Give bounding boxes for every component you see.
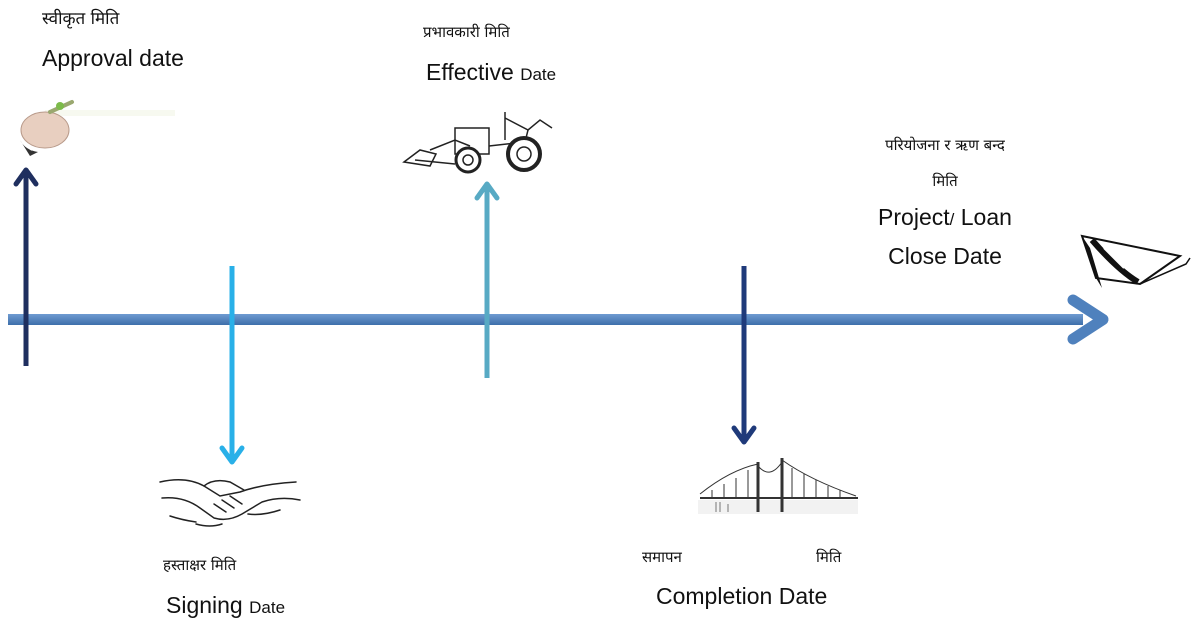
close-english-rest: Loan bbox=[960, 204, 1012, 230]
effective-english-label: Effective Date bbox=[426, 58, 556, 87]
approval-nepali-label: स्वीकृत मिति bbox=[42, 9, 120, 29]
tractor-loader-icon bbox=[402, 112, 553, 174]
hand-writing-icon bbox=[20, 100, 175, 156]
completion-nepali-label-2: मिति bbox=[816, 548, 842, 566]
handshake-icon bbox=[159, 479, 301, 527]
signing-nepali-label: हस्ताक्षर मिति bbox=[163, 556, 237, 574]
close-english-slash: / bbox=[949, 210, 955, 229]
close-english-label-line1: Project/ Loan bbox=[845, 203, 1045, 232]
timeline-arrow bbox=[8, 294, 1109, 345]
close-nepali-label-line2: मिति bbox=[932, 172, 958, 190]
book-icon bbox=[1080, 234, 1191, 288]
close-english-main: Project bbox=[878, 204, 950, 230]
effective-english-main: Effective bbox=[426, 59, 514, 85]
bridge-icon bbox=[698, 458, 858, 514]
signing-english-label: Signing Date bbox=[166, 591, 285, 620]
completion-english-label: Completion Date bbox=[656, 583, 828, 609]
signing-arrow bbox=[219, 266, 245, 465]
close-english-label-line2: Close Date bbox=[888, 243, 1002, 269]
completion-arrow bbox=[731, 266, 757, 445]
close-nepali-label-line1: परियोजना र ऋण बन्द bbox=[885, 136, 1005, 154]
signing-english-main: Signing bbox=[166, 592, 243, 618]
effective-nepali-label: प्रभावकारी मिति bbox=[423, 23, 510, 41]
effective-english-small: Date bbox=[520, 65, 557, 84]
approval-english-label: Approval date bbox=[42, 45, 184, 71]
approval-arrow bbox=[13, 167, 39, 366]
effective-arrow bbox=[474, 181, 500, 378]
signing-english-small: Date bbox=[249, 598, 286, 617]
completion-nepali-label-1: समापन bbox=[642, 548, 682, 566]
